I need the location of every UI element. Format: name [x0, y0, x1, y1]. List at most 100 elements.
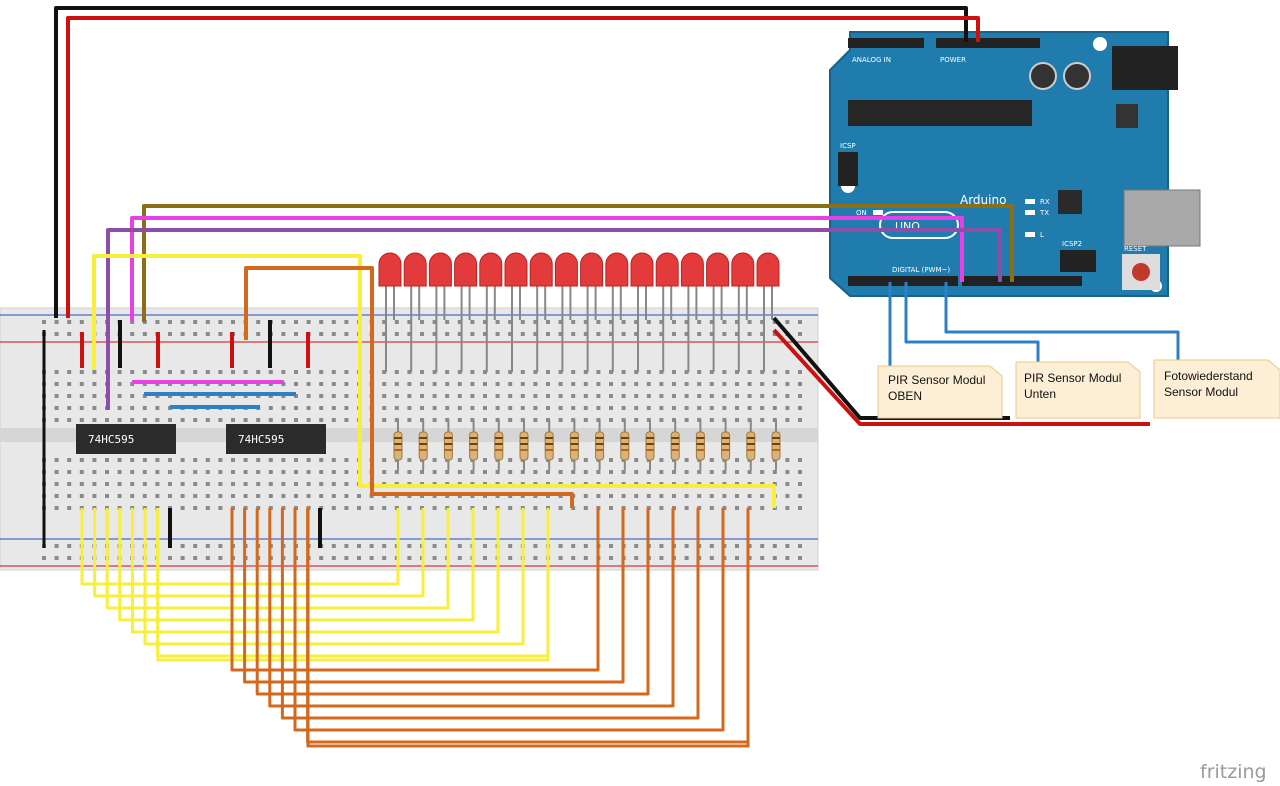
resistor-band — [570, 437, 579, 439]
breadboard-hole — [168, 418, 172, 422]
breadboard-hole — [520, 320, 525, 324]
breadboard-hole — [205, 370, 210, 374]
breadboard-hole — [268, 458, 273, 462]
breadboard-hole — [382, 370, 387, 374]
breadboard-hole — [684, 332, 689, 336]
breadboard-hole — [483, 406, 487, 410]
breadboard-hole — [331, 494, 336, 498]
breadboard-hole — [369, 544, 374, 548]
breadboard-hole — [117, 382, 122, 386]
breadboard-hole — [772, 556, 777, 560]
breadboard-hole — [42, 556, 46, 560]
breadboard-hole — [268, 406, 273, 410]
breadboard-hole — [760, 458, 765, 462]
on-label: ON — [856, 209, 867, 217]
breadboard-hole — [382, 458, 387, 462]
breadboard-hole — [697, 494, 702, 498]
breadboard-hole — [596, 370, 601, 374]
breadboard-hole — [457, 418, 462, 422]
resistor-band — [646, 443, 654, 445]
signal-wires — [92, 204, 1180, 508]
reset-label: RESET — [1124, 245, 1147, 253]
breadboard-hole — [558, 458, 563, 462]
breadboard-hole — [760, 332, 765, 336]
breadboard-hole — [319, 458, 324, 462]
breadboard-hole — [130, 458, 135, 462]
breadboard-hole — [772, 406, 777, 410]
resistor-band — [671, 449, 680, 451]
breadboard-hole — [79, 320, 84, 324]
breadboard-hole — [420, 470, 424, 474]
breadboard-hole — [394, 382, 399, 386]
breadboard-hole — [432, 418, 437, 422]
breadboard-hole — [760, 494, 765, 498]
breadboard-hole — [331, 406, 336, 410]
breadboard-hole — [457, 382, 462, 386]
breadboard-hole — [583, 470, 588, 474]
breadboard-hole — [54, 482, 59, 486]
breadboard-hole — [79, 458, 84, 462]
breadboard-hole — [772, 382, 777, 386]
resistor — [721, 431, 731, 461]
breadboard-hole — [218, 494, 223, 498]
resistor-band — [520, 437, 528, 439]
breadboard-hole — [92, 394, 97, 398]
breadboard-hole — [672, 332, 676, 336]
breadboard-hole — [583, 382, 588, 386]
breadboard-hole — [697, 370, 702, 374]
arduino-brand: Arduino — [960, 193, 1006, 207]
breadboard-hole — [319, 382, 324, 386]
breadboard-hole — [218, 370, 223, 374]
resistor-band — [721, 437, 730, 439]
breadboard-hole — [571, 556, 576, 560]
breadboard-hole — [256, 370, 261, 374]
breadboard-hole — [268, 370, 273, 374]
breadboard-hole — [558, 332, 563, 336]
yellow-output-wire — [105, 508, 450, 610]
breadboard-hole — [231, 482, 235, 486]
breadboard-hole — [659, 394, 664, 398]
breadboard-hole — [672, 406, 676, 410]
resistor — [670, 431, 680, 461]
resistor-band — [520, 449, 528, 451]
breadboard-hole — [432, 382, 437, 386]
breadboard-hole — [180, 506, 185, 510]
breadboard-hole — [457, 470, 462, 474]
breadboard-hole — [684, 382, 689, 386]
orange-output-wire — [293, 508, 725, 732]
breadboard-hole — [533, 458, 538, 462]
resistor-band — [570, 443, 579, 445]
breadboard-hole — [495, 382, 500, 386]
breadboard-hole — [357, 544, 361, 548]
orange-output-wire — [268, 508, 675, 708]
breadboard-hole — [508, 458, 513, 462]
breadboard-hole — [357, 556, 361, 560]
breadboard-hole — [798, 506, 802, 510]
breadboard-hole — [281, 332, 286, 336]
breadboard-hole — [634, 506, 639, 510]
breadboard-hole — [659, 494, 664, 498]
breadboard-hole — [420, 320, 424, 324]
breadboard-hole — [432, 320, 437, 324]
led — [756, 252, 780, 287]
breadboard-hole — [747, 418, 752, 422]
breadboard-hole — [142, 418, 147, 422]
breadboard-hole — [533, 418, 538, 422]
breadboard-hole — [483, 506, 487, 510]
resistor — [595, 431, 605, 461]
breadboard-hole — [772, 320, 777, 324]
resistor — [469, 431, 479, 461]
breadboard-hole — [319, 418, 324, 422]
breadboard-hole — [709, 506, 714, 510]
breadboard-hole — [319, 406, 324, 410]
led — [554, 252, 578, 287]
breadboard-hole — [697, 332, 702, 336]
led — [706, 252, 730, 287]
breadboard-hole — [583, 394, 588, 398]
breadboard-hole — [180, 494, 185, 498]
breadboard-hole — [583, 544, 588, 548]
breadboard-hole — [785, 494, 790, 498]
breadboard-hole — [659, 370, 664, 374]
breadboard-hole — [331, 470, 336, 474]
breadboard-hole — [243, 482, 248, 486]
